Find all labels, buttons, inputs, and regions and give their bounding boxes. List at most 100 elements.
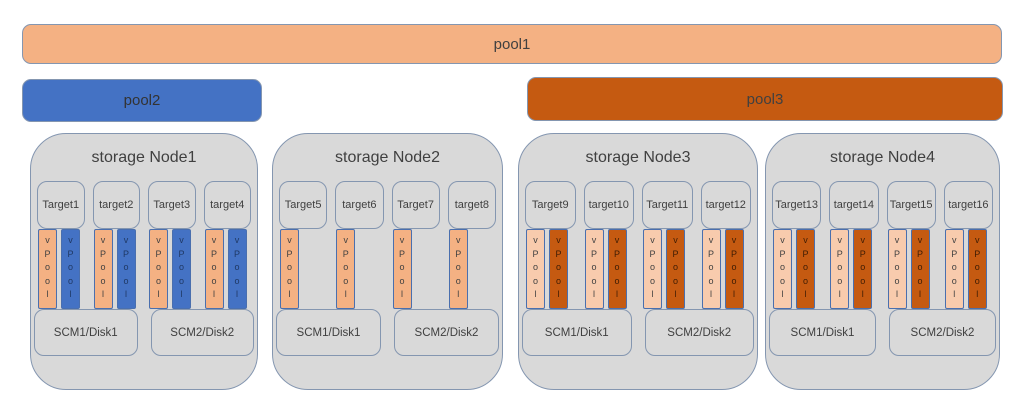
- vpool-letter: v: [456, 235, 461, 245]
- vpool-letter: l: [651, 289, 654, 299]
- vpool-letter: l: [157, 289, 160, 299]
- vpool-letter: o: [591, 275, 597, 286]
- vpool-letter: v: [650, 235, 655, 245]
- vpool-letter: P: [99, 248, 106, 259]
- target-box: Target5: [279, 181, 328, 229]
- vpool-letter: P: [707, 248, 714, 259]
- vpool-letter: P: [779, 248, 786, 259]
- vpool-letter: l: [838, 289, 841, 299]
- vpool-letter: v: [591, 235, 597, 245]
- vpool-letter: l: [710, 289, 712, 299]
- vpool-letter: o: [234, 275, 240, 286]
- vpool-letter: P: [122, 248, 129, 259]
- vpool-letter: v: [803, 235, 808, 245]
- vpool-letter: o: [649, 275, 655, 286]
- scm-disk-box: SCM1/Disk1: [522, 309, 632, 356]
- vpool-letter: o: [614, 275, 620, 286]
- vpool-letter: v: [556, 235, 561, 245]
- vpool-letter: v: [211, 235, 217, 245]
- vpool-letter: P: [916, 248, 923, 259]
- vpool-letter: P: [590, 248, 597, 259]
- scm-disk-box: SCM1/Disk1: [769, 309, 876, 356]
- vpool-letter: l: [102, 289, 104, 299]
- vpool-letter: o: [894, 262, 900, 272]
- vpool-letter: o: [178, 275, 184, 286]
- vpool-letter: o: [532, 262, 538, 272]
- vpool-letter: v: [68, 235, 73, 245]
- vpool-letter: o: [708, 275, 714, 286]
- vpool-letter: v: [156, 235, 161, 245]
- target-box: target8: [447, 181, 496, 229]
- target-box: target14: [829, 181, 879, 229]
- target-box: target6: [335, 181, 384, 229]
- vpool-letter: o: [731, 275, 737, 286]
- vpool-letter: o: [455, 262, 461, 272]
- vpool-letter: v: [287, 235, 292, 245]
- vpool-letter: P: [730, 248, 737, 259]
- scm-disk-box: SCM2/Disk2: [150, 309, 254, 356]
- vpool-letter: P: [178, 248, 185, 259]
- vpool-letter: l: [861, 289, 864, 299]
- vpool-letter: v: [123, 235, 129, 245]
- vpool-letter: v: [894, 235, 900, 245]
- vpool-letter: o: [286, 262, 292, 272]
- vpool-letter: l: [557, 289, 560, 299]
- target-box: Target7: [391, 181, 440, 229]
- target-box: Target1: [37, 181, 85, 229]
- vpool-letter: l: [733, 289, 735, 299]
- vpool-letter: P: [67, 248, 74, 259]
- vpool-letter: l: [344, 289, 347, 299]
- scm-disk-box: SCM1/Disk1: [276, 309, 381, 356]
- pool3-label: pool3: [746, 90, 784, 108]
- vpool-letter: o: [860, 262, 866, 272]
- vpool-letter: o: [672, 262, 678, 272]
- target-box: Target13: [772, 181, 822, 229]
- vpool-letter: l: [401, 289, 403, 299]
- vpool-letter: v: [708, 235, 714, 245]
- vpool-letter: o: [234, 262, 240, 272]
- vpool-letter: l: [953, 289, 956, 299]
- vpool-letter: P: [455, 248, 462, 259]
- vpool-letter: P: [532, 248, 539, 259]
- target-box: target12: [700, 181, 751, 229]
- vpool-letter: P: [649, 248, 656, 259]
- vpool-letter: o: [974, 275, 980, 286]
- vpool-letter: l: [213, 289, 215, 299]
- vpool-letter: o: [343, 275, 349, 286]
- vpool-letter: o: [44, 262, 50, 272]
- vpool-letter: o: [399, 275, 405, 286]
- vpool-letter: o: [211, 275, 217, 286]
- vpool-letter: v: [234, 235, 240, 245]
- vpool-letter: o: [67, 275, 73, 286]
- vpool-letter: o: [286, 275, 292, 286]
- scm-disk-box: SCM2/Disk2: [644, 309, 754, 356]
- vpool-letter: o: [779, 262, 785, 272]
- vpool-letter: P: [233, 248, 240, 259]
- vpool-letter: v: [179, 235, 184, 245]
